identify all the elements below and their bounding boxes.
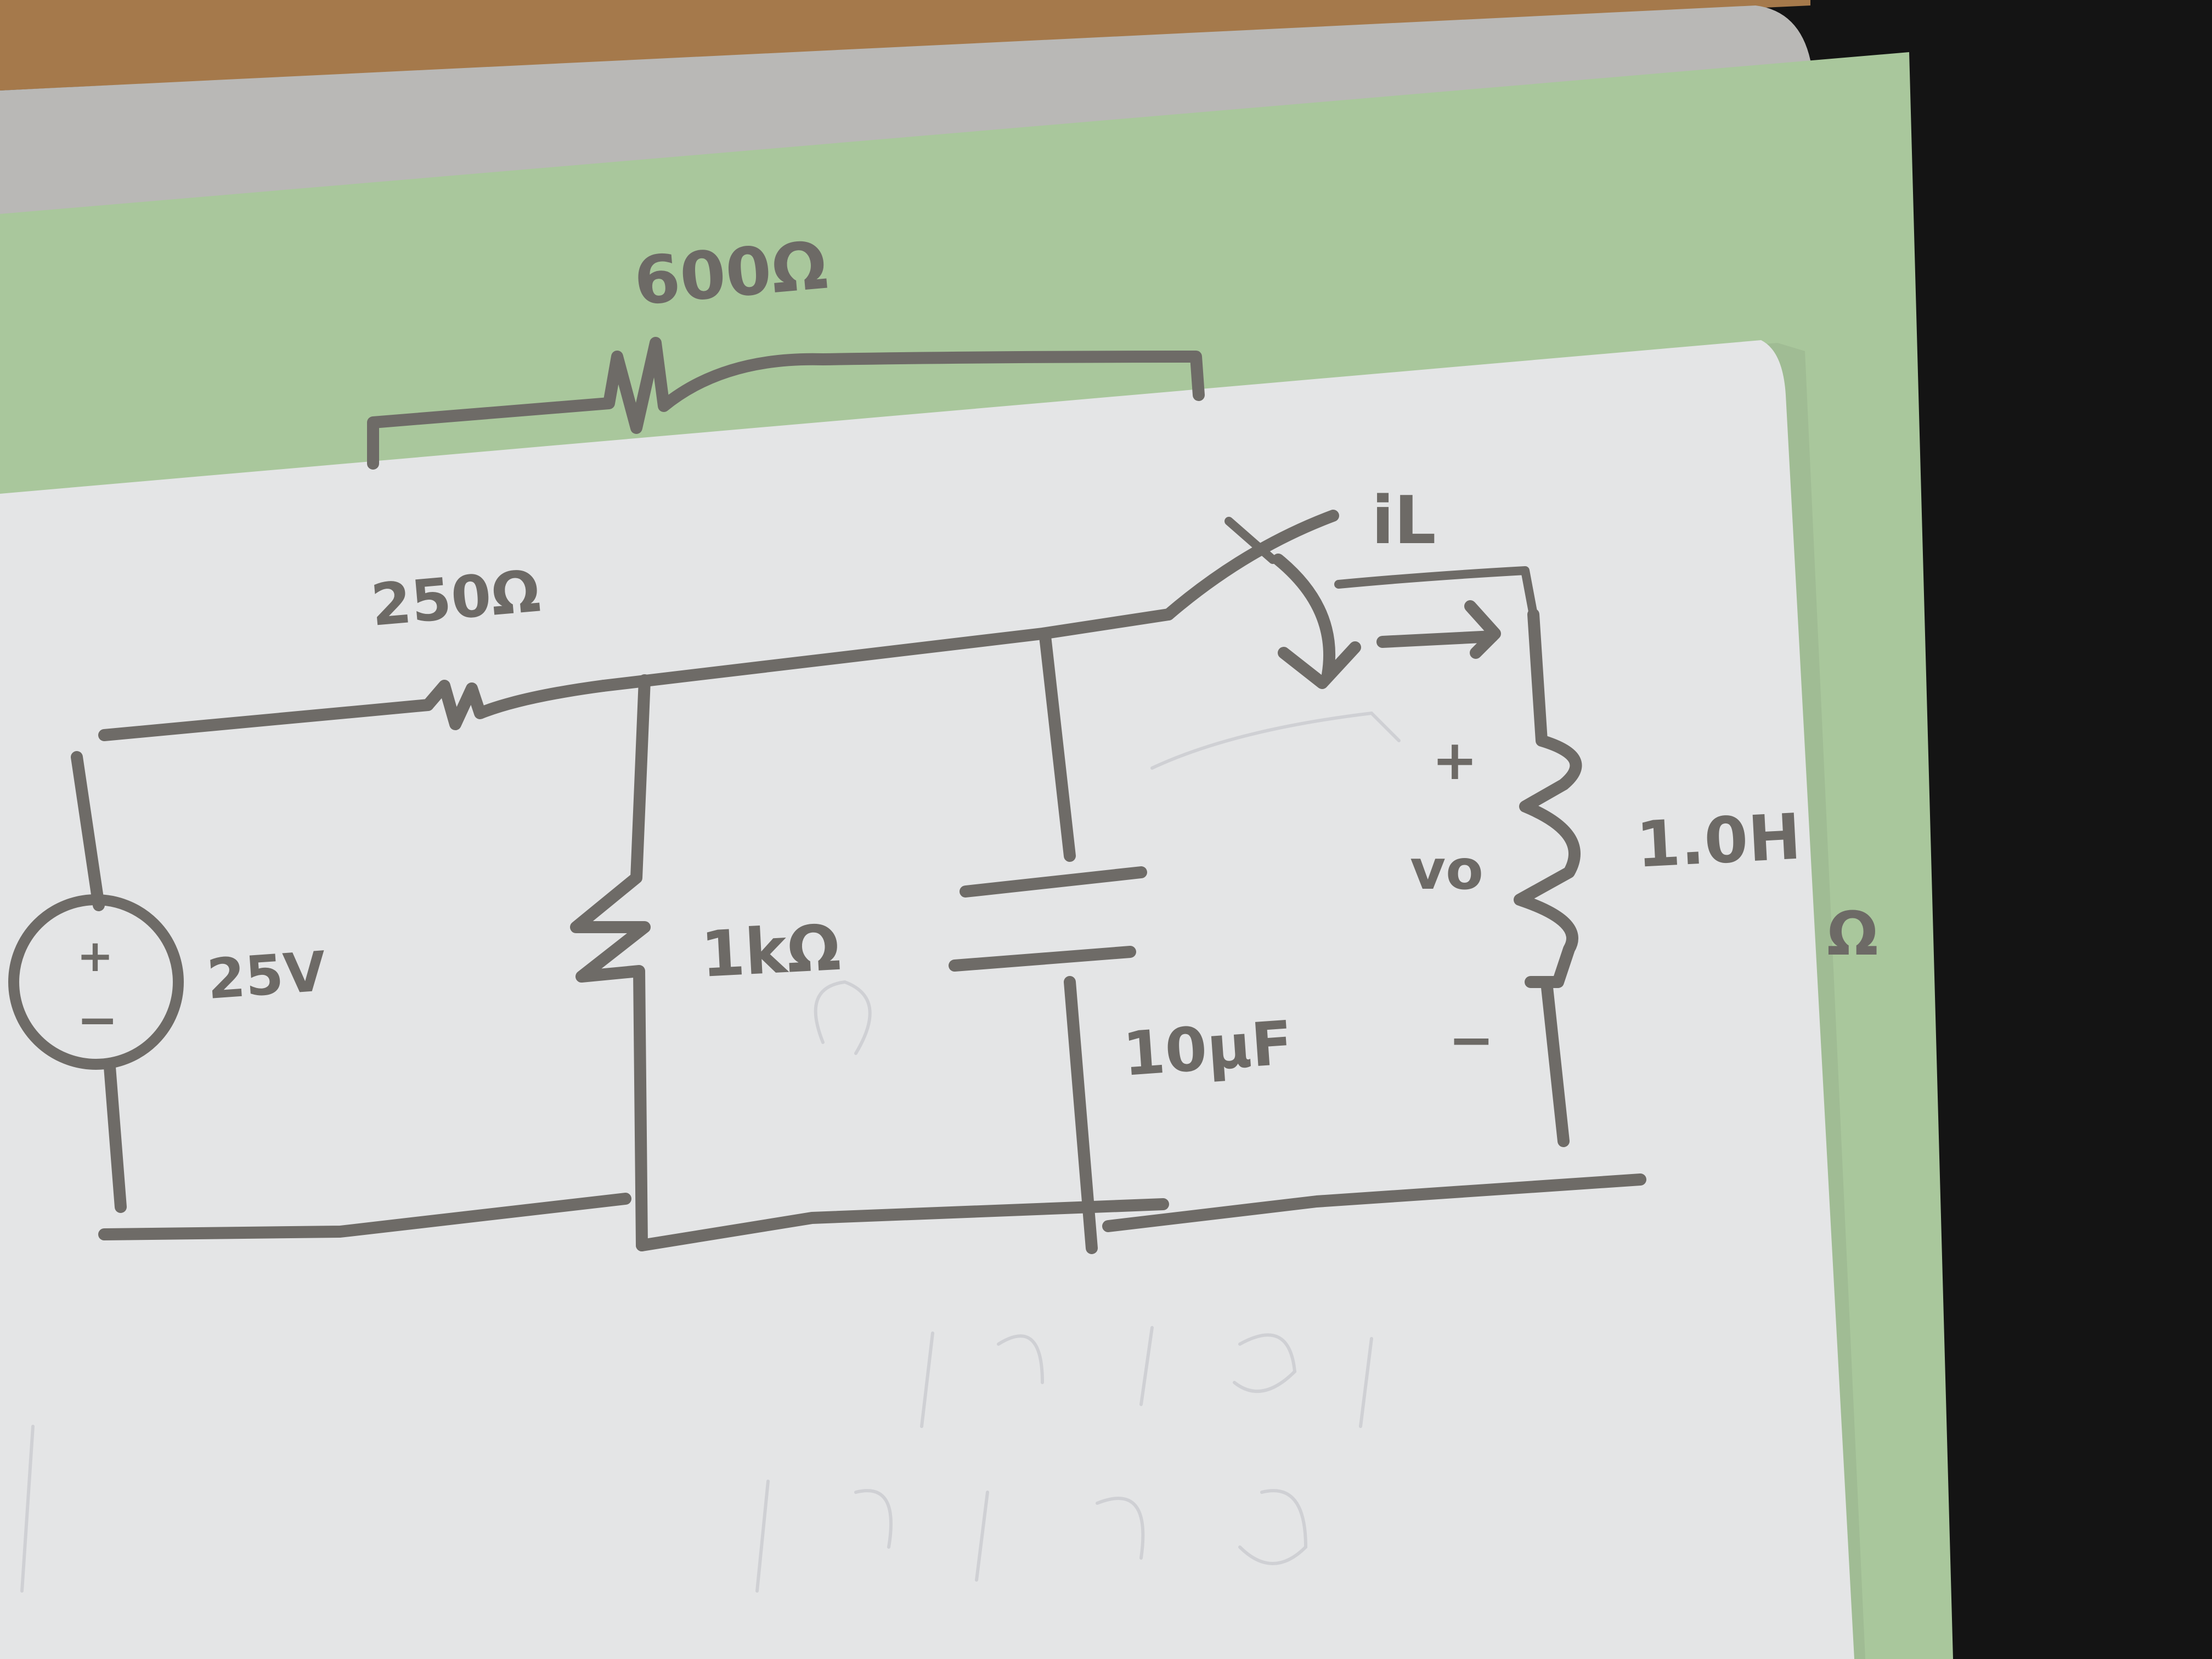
current-arrow-head-icon (1464, 600, 1501, 659)
inductor-value-label: 1.0H (1634, 800, 1803, 882)
back-resistor-600 (367, 337, 1205, 470)
wire-top-left (98, 699, 434, 741)
wire-source-top (71, 751, 105, 911)
white-paper-sheet (0, 340, 1854, 1659)
source-plus-sign: + (77, 930, 114, 981)
inductor-bottom-lead (1541, 981, 1570, 1147)
switch-x-stroke (1224, 517, 1277, 564)
capacitor-label: 10μF (1121, 1008, 1295, 1090)
series-resistor-label: 250Ω (369, 557, 543, 639)
wire-bottom-right (1102, 1173, 1646, 1232)
switch-arc-arrow (1272, 554, 1335, 681)
back-partial-label: Ω (1827, 899, 1878, 969)
vo-plus-sign: + (1432, 728, 1478, 792)
source-voltage-label: 25V (205, 939, 328, 1012)
wire-source-bottom (104, 1061, 127, 1213)
shunt-resistor-label: 1kΩ (699, 911, 842, 992)
capacitor-top-lead (1039, 630, 1076, 862)
capacitor-bottom-lead (1064, 976, 1098, 1254)
switch-arm (1163, 510, 1339, 620)
source-minus-sign: − (77, 991, 118, 1049)
vo-minus-sign: − (1448, 1008, 1494, 1072)
capacitor-plate-top (960, 866, 1147, 898)
wire-bottom-left (98, 1193, 631, 1240)
capacitor-plate-bottom (949, 946, 1136, 972)
switch-arrowhead-icon (1278, 641, 1361, 689)
voltage-source-icon (8, 894, 184, 1070)
shunt-resistor-1k-symbol (570, 674, 651, 1251)
inductor-coil-symbol (1514, 608, 1582, 988)
current-arrow-shaft (1376, 630, 1498, 648)
wood-table (0, 0, 1810, 91)
back-resistor-label: 600Ω (631, 228, 830, 320)
wire-top-middle (597, 608, 1175, 692)
wire-top-right (1334, 566, 1538, 619)
vo-label: vo (1410, 838, 1483, 902)
inductor-current-label: iL (1372, 483, 1436, 559)
wire-bottom-middle (636, 1198, 1169, 1251)
series-resistor-250-symbol (422, 680, 610, 730)
